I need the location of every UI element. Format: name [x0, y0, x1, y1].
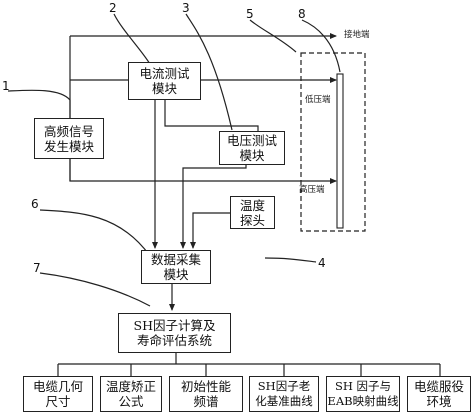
voltage-test-module: 电压测试 模块	[219, 131, 285, 165]
output-initial-spectrum: 初始性能 频谱	[169, 376, 243, 412]
high-voltage-terminal-label: 高压端	[299, 185, 325, 195]
callout-8: 8	[298, 7, 306, 21]
data-acquisition-module: 数据采集 模块	[141, 250, 211, 284]
output-aging-curve: SH因子老 化基准曲线	[249, 376, 319, 412]
temperature-probe: 温度 探头	[230, 196, 275, 229]
callout-5: 5	[246, 7, 254, 21]
callout-2: 2	[109, 1, 117, 15]
callout-7: 7	[33, 261, 41, 275]
callout-1: 1	[2, 79, 10, 93]
current-test-module: 电流测试 模块	[128, 62, 201, 100]
callout-4: 4	[318, 256, 326, 270]
output-eab-mapping: SH 因子与 EAB映射曲线	[326, 376, 400, 412]
output-service-environment: 电缆服役 环境	[407, 376, 471, 412]
output-temperature-correction: 温度矫正 公式	[100, 376, 162, 412]
cable-sample	[336, 73, 344, 229]
high-voltage-line	[69, 159, 337, 184]
callout-6: 6	[31, 197, 39, 211]
low-voltage-terminal-label: 低压端	[305, 95, 331, 105]
output-cable-geometry: 电缆几何 尺寸	[23, 376, 93, 412]
callout-3: 3	[182, 1, 190, 15]
ground-terminal-label: 接地端	[344, 30, 370, 40]
sh-factor-system: SH因子计算及 寿命评估系统	[118, 313, 231, 353]
hf-signal-module: 高频信号 发生模块	[34, 118, 104, 159]
